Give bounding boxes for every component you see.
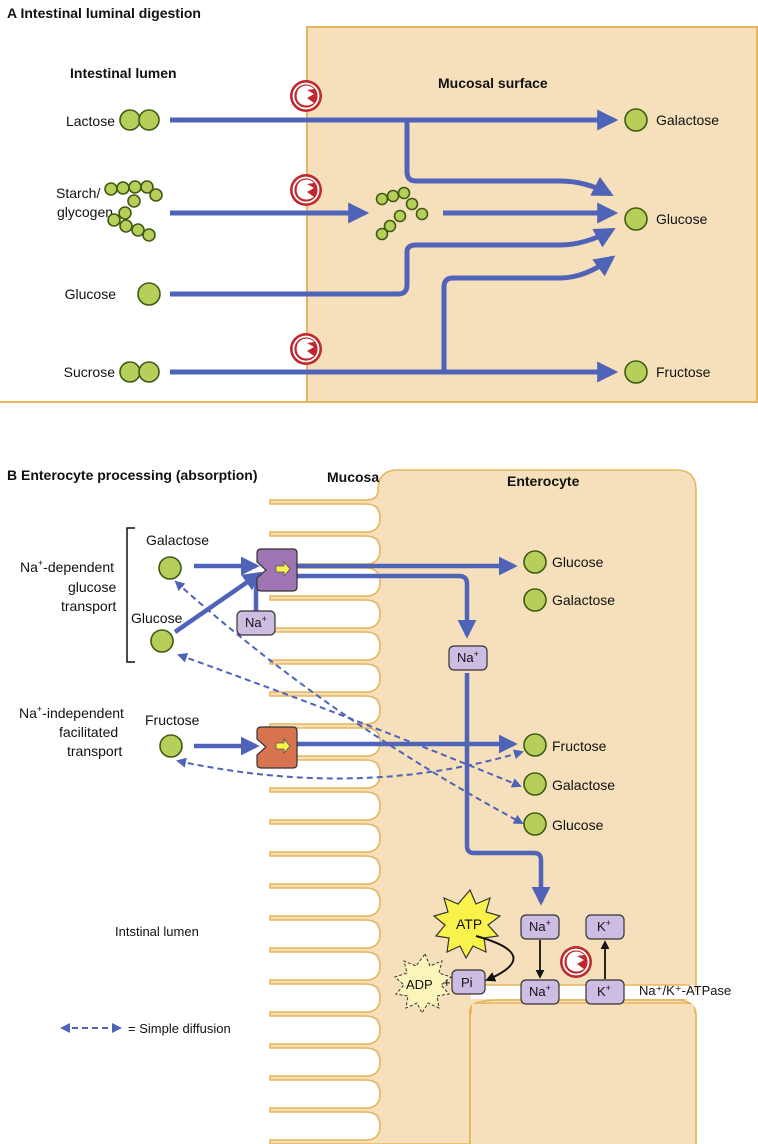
fructose-product-label: Fructose <box>656 364 711 380</box>
fructose-product <box>624 360 648 384</box>
left-fructose-molecule <box>159 734 183 758</box>
enzyme-icon <box>559 945 593 979</box>
fructose-diffusion-arrow <box>176 749 524 780</box>
pi-box: Pi <box>451 969 486 995</box>
cell-fructose-label: Fructose <box>552 738 607 754</box>
starch-label-2: glycogen <box>57 204 113 220</box>
k-pump-box-out: K+ <box>585 979 625 1005</box>
glucose-product <box>624 207 648 231</box>
intestinal-lumen-label: Intestinal lumen <box>70 65 177 81</box>
na-pump-box-in: Na+ <box>520 914 560 940</box>
svg-text:Na+: Na+ <box>529 918 551 934</box>
na-to-pump-arrow <box>464 673 551 906</box>
cell-glucose-molecule <box>523 550 547 574</box>
cell-glucose-label: Glucose <box>552 554 604 570</box>
panel-b-title: B Enterocyte processing (absorption) <box>7 467 257 483</box>
na-dependent-label-2: glucose <box>68 579 116 595</box>
atp-hydrolysis-arrow <box>475 935 515 982</box>
na-into-cell-arrow <box>297 573 477 639</box>
enterocyte-label: Enterocyte <box>507 473 580 489</box>
atp-burst-icon: ATP <box>432 888 502 960</box>
left-glucose-molecule <box>150 629 174 653</box>
na-dependent-label-3: transport <box>61 598 116 614</box>
left-galactose-label: Galactose <box>146 532 209 548</box>
glucose-molecule-a <box>137 282 161 306</box>
glucose-product-label: Glucose <box>656 211 708 227</box>
galactose-product <box>624 108 648 132</box>
lactose-label: Lactose <box>66 113 115 129</box>
cell-fructose-molecule <box>523 733 547 757</box>
glucose-fragments <box>375 186 429 241</box>
panel-a: A Intestinal luminal digestion Intestina… <box>0 5 758 403</box>
svg-text:K+: K+ <box>597 918 611 934</box>
left-glucose-label: Glucose <box>131 610 183 626</box>
sucrose-molecule <box>119 361 160 383</box>
glucose-diffusion-arrow <box>174 580 524 824</box>
adp-plus: + <box>443 975 451 990</box>
na-independent-label-1: Na+-independent <box>19 704 124 721</box>
sucrose-label: Sucrose <box>64 364 116 380</box>
glucose-arrow-a <box>170 227 616 297</box>
starch-label-1: Starch/ <box>56 185 100 201</box>
svg-text:K+: K+ <box>597 983 611 999</box>
k-pump-box-in: K+ <box>585 914 625 940</box>
adp-burst-icon: ADP <box>394 953 453 1015</box>
lactose-molecule <box>119 109 160 131</box>
lactose-to-glucose-arrow <box>404 121 614 197</box>
svg-text:Na+: Na+ <box>457 649 479 665</box>
left-galactose-molecule <box>158 556 182 580</box>
svg-text:Na+: Na+ <box>529 983 551 999</box>
bracket <box>126 527 135 663</box>
cell-galactose-molecule-2 <box>523 772 547 796</box>
legend-label: = Simple diffusion <box>128 1021 231 1036</box>
starch-molecule <box>104 180 163 242</box>
na-k-atpase-label: Na⁺/K⁺-ATPase <box>639 983 731 998</box>
svg-text:Pi: Pi <box>461 975 473 990</box>
glucose-uptake-arrow <box>173 571 263 634</box>
left-fructose-label: Fructose <box>145 712 200 728</box>
svg-text:Na+: Na+ <box>245 614 267 630</box>
cell-galactose-label-2: Galactose <box>552 777 615 793</box>
na-ion-box-entry: Na+ <box>236 610 276 636</box>
na-independent-label-3: transport <box>67 743 122 759</box>
cell-galactose-molecule <box>523 588 547 612</box>
na-dependent-label-1: Na+-dependent <box>20 558 114 575</box>
galactose-diffusion-arrow <box>177 652 522 788</box>
panel-a-title: A Intestinal luminal digestion <box>7 5 201 21</box>
na-ion-box-cytosol: Na+ <box>448 645 488 671</box>
svg-text:ADP: ADP <box>406 977 433 992</box>
glut-transporter-icon <box>256 726 298 769</box>
galactose-product-label: Galactose <box>656 112 719 128</box>
cell-galactose-label: Galactose <box>552 592 615 608</box>
sglt-transporter-icon <box>256 548 298 592</box>
na-independent-label-2: facilitated <box>59 724 118 740</box>
cell-glucose-molecule-2 <box>523 812 547 836</box>
na-pump-box-out: Na+ <box>520 979 560 1005</box>
intestinal-lumen-label-b: Intstinal lumen <box>115 924 199 939</box>
sucrose-to-glucose-arrow <box>441 255 616 373</box>
glucose-label-a: Glucose <box>65 286 117 302</box>
mucosa-label: Mucosa <box>327 469 379 485</box>
cell-glucose-label-2: Glucose <box>552 817 604 833</box>
mucosal-surface-label: Mucosal surface <box>438 75 548 91</box>
svg-text:ATP: ATP <box>456 916 482 932</box>
